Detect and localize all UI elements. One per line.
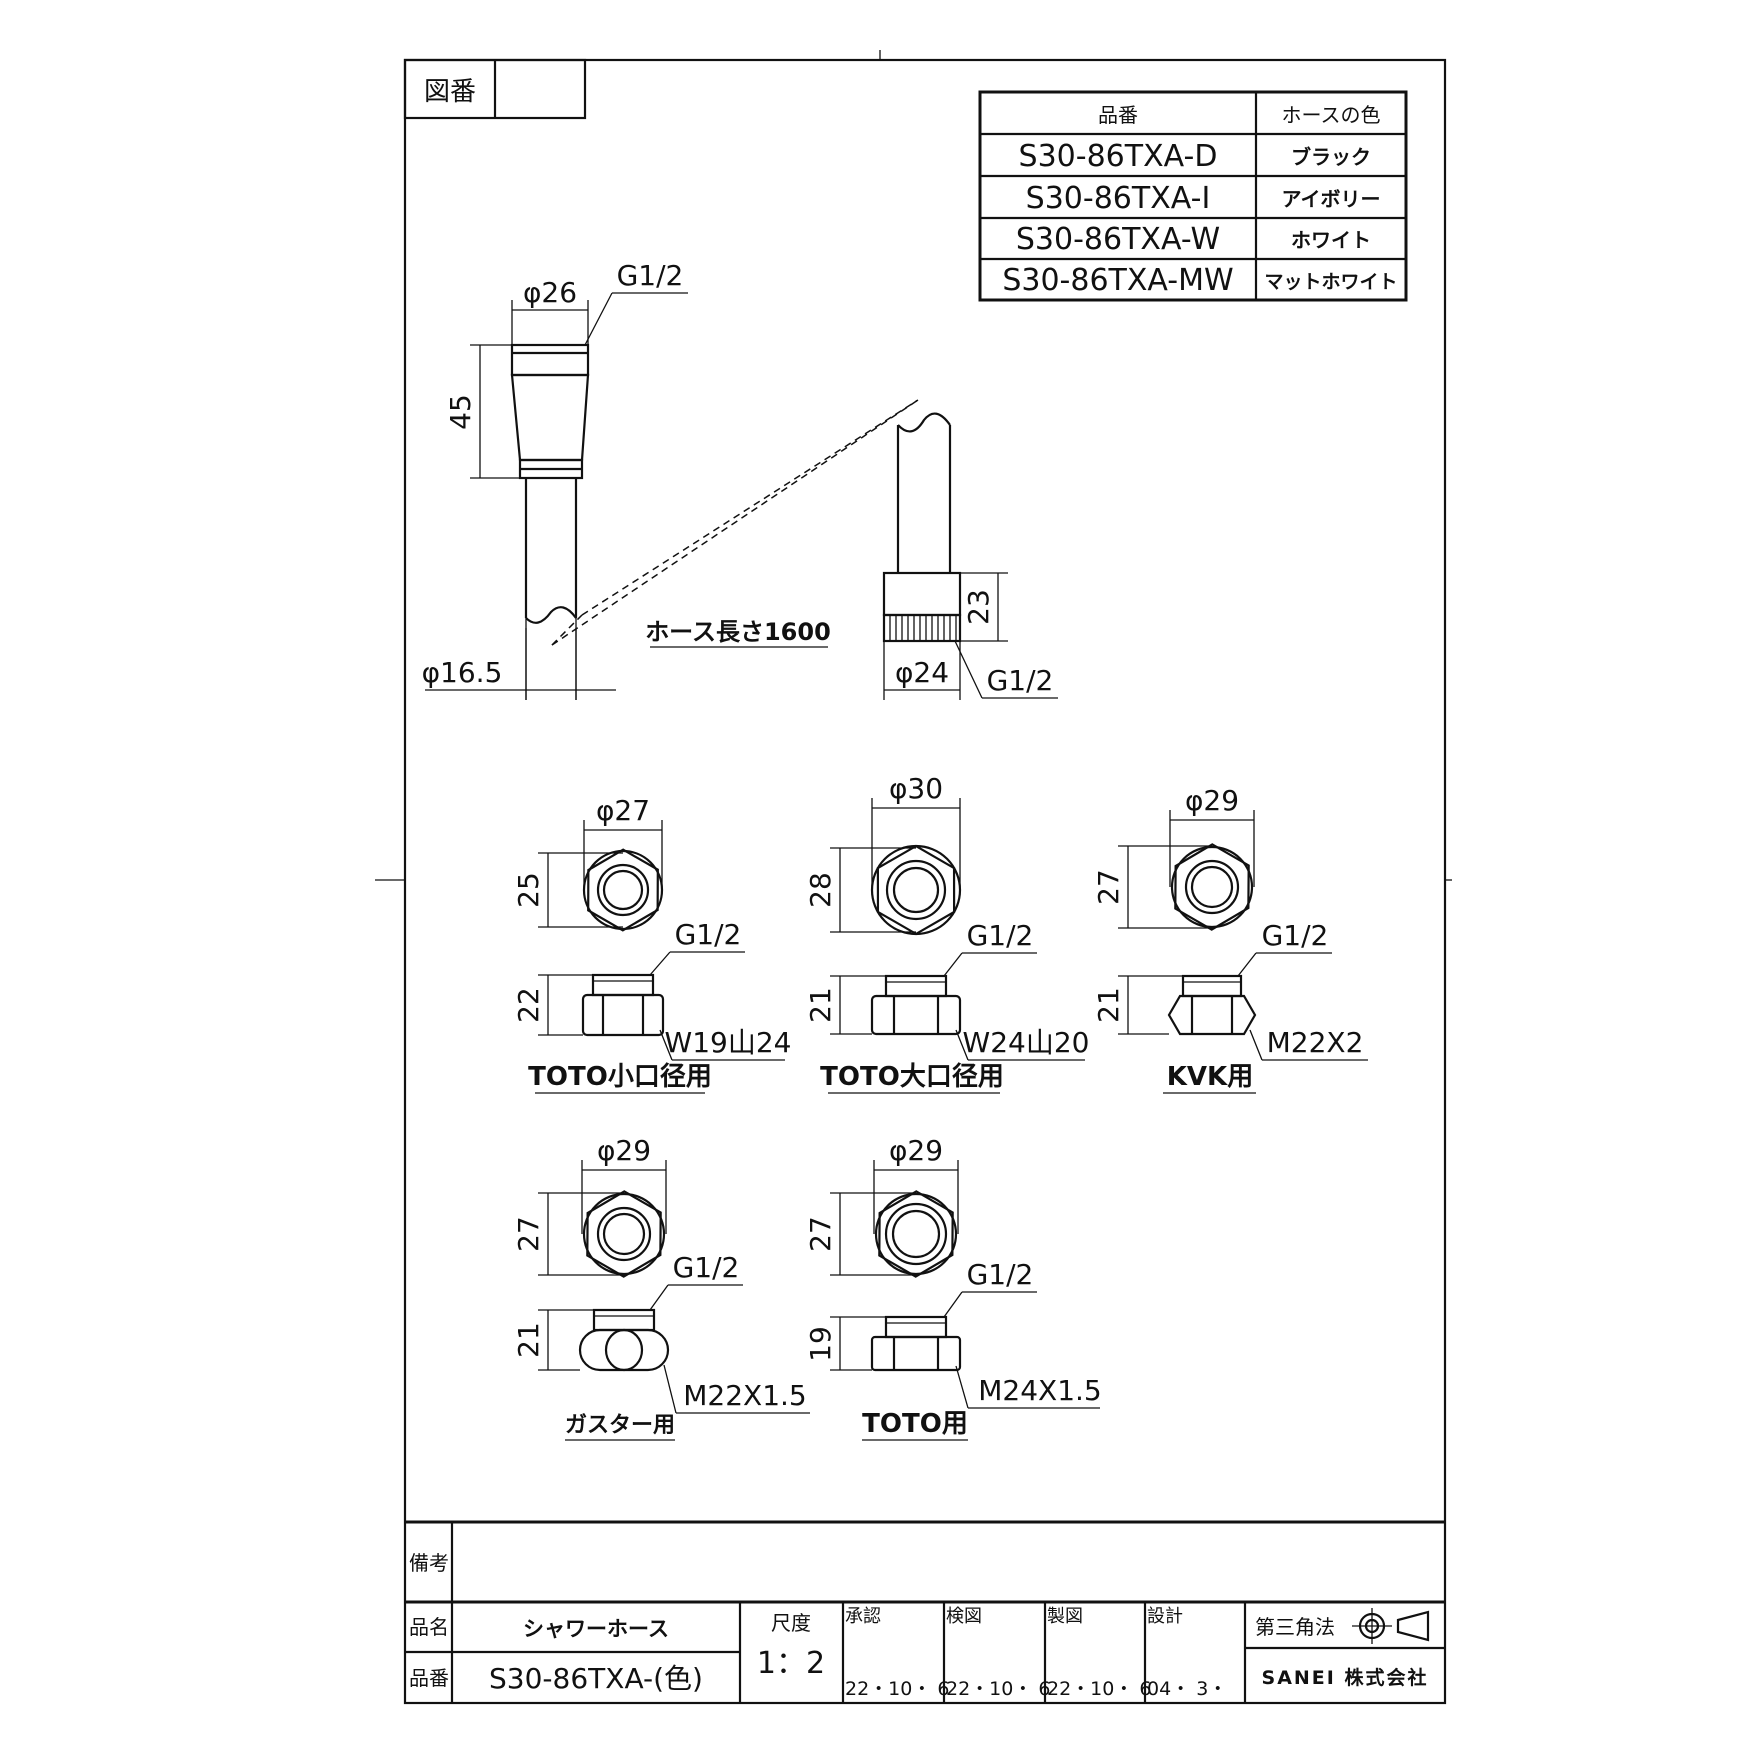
- part-no-label: 品番: [409, 1666, 449, 1690]
- adapter-thread: G1/2: [1262, 919, 1329, 952]
- table-row-color: ブラック: [1291, 145, 1371, 169]
- table-row-part-no: S30-86TXA-I: [1026, 181, 1211, 216]
- adapter-spec: M24X1.5: [978, 1374, 1102, 1407]
- product-name: シャワーホース: [523, 1617, 669, 1641]
- adapter-name: KVK用: [1167, 1062, 1253, 1092]
- adapter-diameter: φ29: [889, 1134, 943, 1167]
- hose-length-label: ホース長さ1600: [645, 618, 831, 646]
- dim-bottom-length: 23: [962, 589, 995, 625]
- table-row-color: マットホワイト: [1264, 271, 1397, 293]
- adapter-top-height: 28: [804, 872, 837, 908]
- table-row-color: アイボリー: [1282, 187, 1381, 211]
- table-header-hose-color: ホースの色: [1282, 103, 1381, 127]
- adapter-top-height: 27: [512, 1216, 545, 1252]
- adapter-diameter: φ29: [1185, 784, 1239, 817]
- adapter-top-height: 27: [1092, 869, 1125, 905]
- drawing-number-label: 図番: [424, 77, 476, 107]
- adapter-top-height: 25: [512, 872, 545, 908]
- remarks-label: 備考: [409, 1551, 449, 1575]
- dim-bottom-diameter: φ24: [895, 656, 949, 689]
- drawn-date: 22・10・ 6: [1047, 1678, 1151, 1700]
- third-angle-projection-icon: [1352, 1608, 1430, 1644]
- company-name: SANEI 株式会社: [1262, 1666, 1429, 1689]
- adapter-thread: G1/2: [967, 919, 1034, 952]
- adapter-name: TOTO小口径用: [528, 1062, 712, 1092]
- drawn-label: 製図: [1047, 1606, 1083, 1627]
- adapter-side-height: 19: [804, 1326, 837, 1362]
- adapter-side-height: 21: [512, 1322, 545, 1358]
- adapter-name: TOTO用: [862, 1409, 968, 1439]
- adapter-spec: W24山20: [963, 1026, 1090, 1059]
- product-name-label: 品名: [409, 1615, 449, 1639]
- table-row-part-no: S30-86TXA-MW: [1002, 263, 1233, 298]
- checked-date: 22・10・ 6: [946, 1678, 1050, 1700]
- adapter-toto-large: φ30 28 G1/2 21 W24山20 TOTO大口径用: [804, 772, 1090, 1094]
- table-row-color: ホワイト: [1291, 228, 1371, 252]
- projection-label: 第三角法: [1255, 1615, 1335, 1639]
- adapter-thread: G1/2: [673, 1251, 740, 1284]
- adapter-spec: W19山24: [665, 1026, 792, 1059]
- scale-label: 尺度: [771, 1611, 811, 1635]
- adapter-spec: M22X1.5: [683, 1379, 807, 1412]
- adapter-thread: G1/2: [967, 1258, 1034, 1291]
- adapter-diameter: φ30: [889, 772, 943, 805]
- adapter-name: ガスター用: [565, 1413, 675, 1438]
- title-block: 備考 品名 シャワーホース 品番 S30-86TXA-(色) 尺度 1：2 承認…: [405, 1520, 1445, 1703]
- dim-bottom-thread: G1/2: [987, 664, 1054, 697]
- part-no: S30-86TXA-(色): [489, 1662, 703, 1695]
- adapter-name: TOTO大口径用: [820, 1062, 1004, 1092]
- color-table: 品番 ホースの色 S30-86TXA-D ブラック S30-86TXA-I アイ…: [978, 90, 1408, 302]
- adapter-side-height: 21: [804, 987, 837, 1023]
- adapter-diameter: φ29: [597, 1134, 651, 1167]
- adapter-thread: G1/2: [675, 918, 742, 951]
- adapter-side-height: 21: [1092, 987, 1125, 1023]
- approved-label: 承認: [845, 1606, 881, 1627]
- dim-top-length: 45: [444, 394, 477, 430]
- table-row-part-no: S30-86TXA-D: [1019, 139, 1218, 174]
- scale-value: 1：2: [757, 1646, 825, 1681]
- checked-label: 検図: [946, 1606, 982, 1627]
- adapter-diameter: φ27: [596, 794, 650, 827]
- adapter-toto-small: φ27 25 G1/2 22 W19山24 TOTO小口径用: [512, 794, 792, 1094]
- adapter-top-height: 27: [804, 1216, 837, 1252]
- adapter-spec: M22X2: [1267, 1026, 1364, 1059]
- adapter-kvk: φ29 27 G1/2 21 M22X2 KVK用: [1092, 784, 1368, 1094]
- table-header-part-no: 品番: [1098, 103, 1138, 127]
- design-date: 04・ 3・: [1147, 1678, 1227, 1700]
- table-row-part-no: S30-86TXA-W: [1016, 222, 1220, 257]
- adapter-toto: φ29 27 G1/2 19 M24X1.5 TOTO用: [804, 1134, 1102, 1441]
- sheet-border: [403, 58, 1447, 1705]
- dim-hose-diameter: φ16.5: [422, 656, 503, 689]
- dim-top-thread: G1/2: [617, 259, 684, 292]
- hose-view: φ26 G1/2 45 φ16.5 ホース長さ1600 23 φ24 G1/2: [422, 259, 1058, 700]
- approved-date: 22・10・ 6: [845, 1678, 949, 1700]
- adapter-side-height: 22: [512, 987, 545, 1023]
- design-label: 設計: [1147, 1606, 1183, 1627]
- dim-top-diameter: φ26: [523, 276, 577, 309]
- adapter-gastar: φ29 27 G1/2 21 M22X1.5 ガスター用: [512, 1134, 810, 1441]
